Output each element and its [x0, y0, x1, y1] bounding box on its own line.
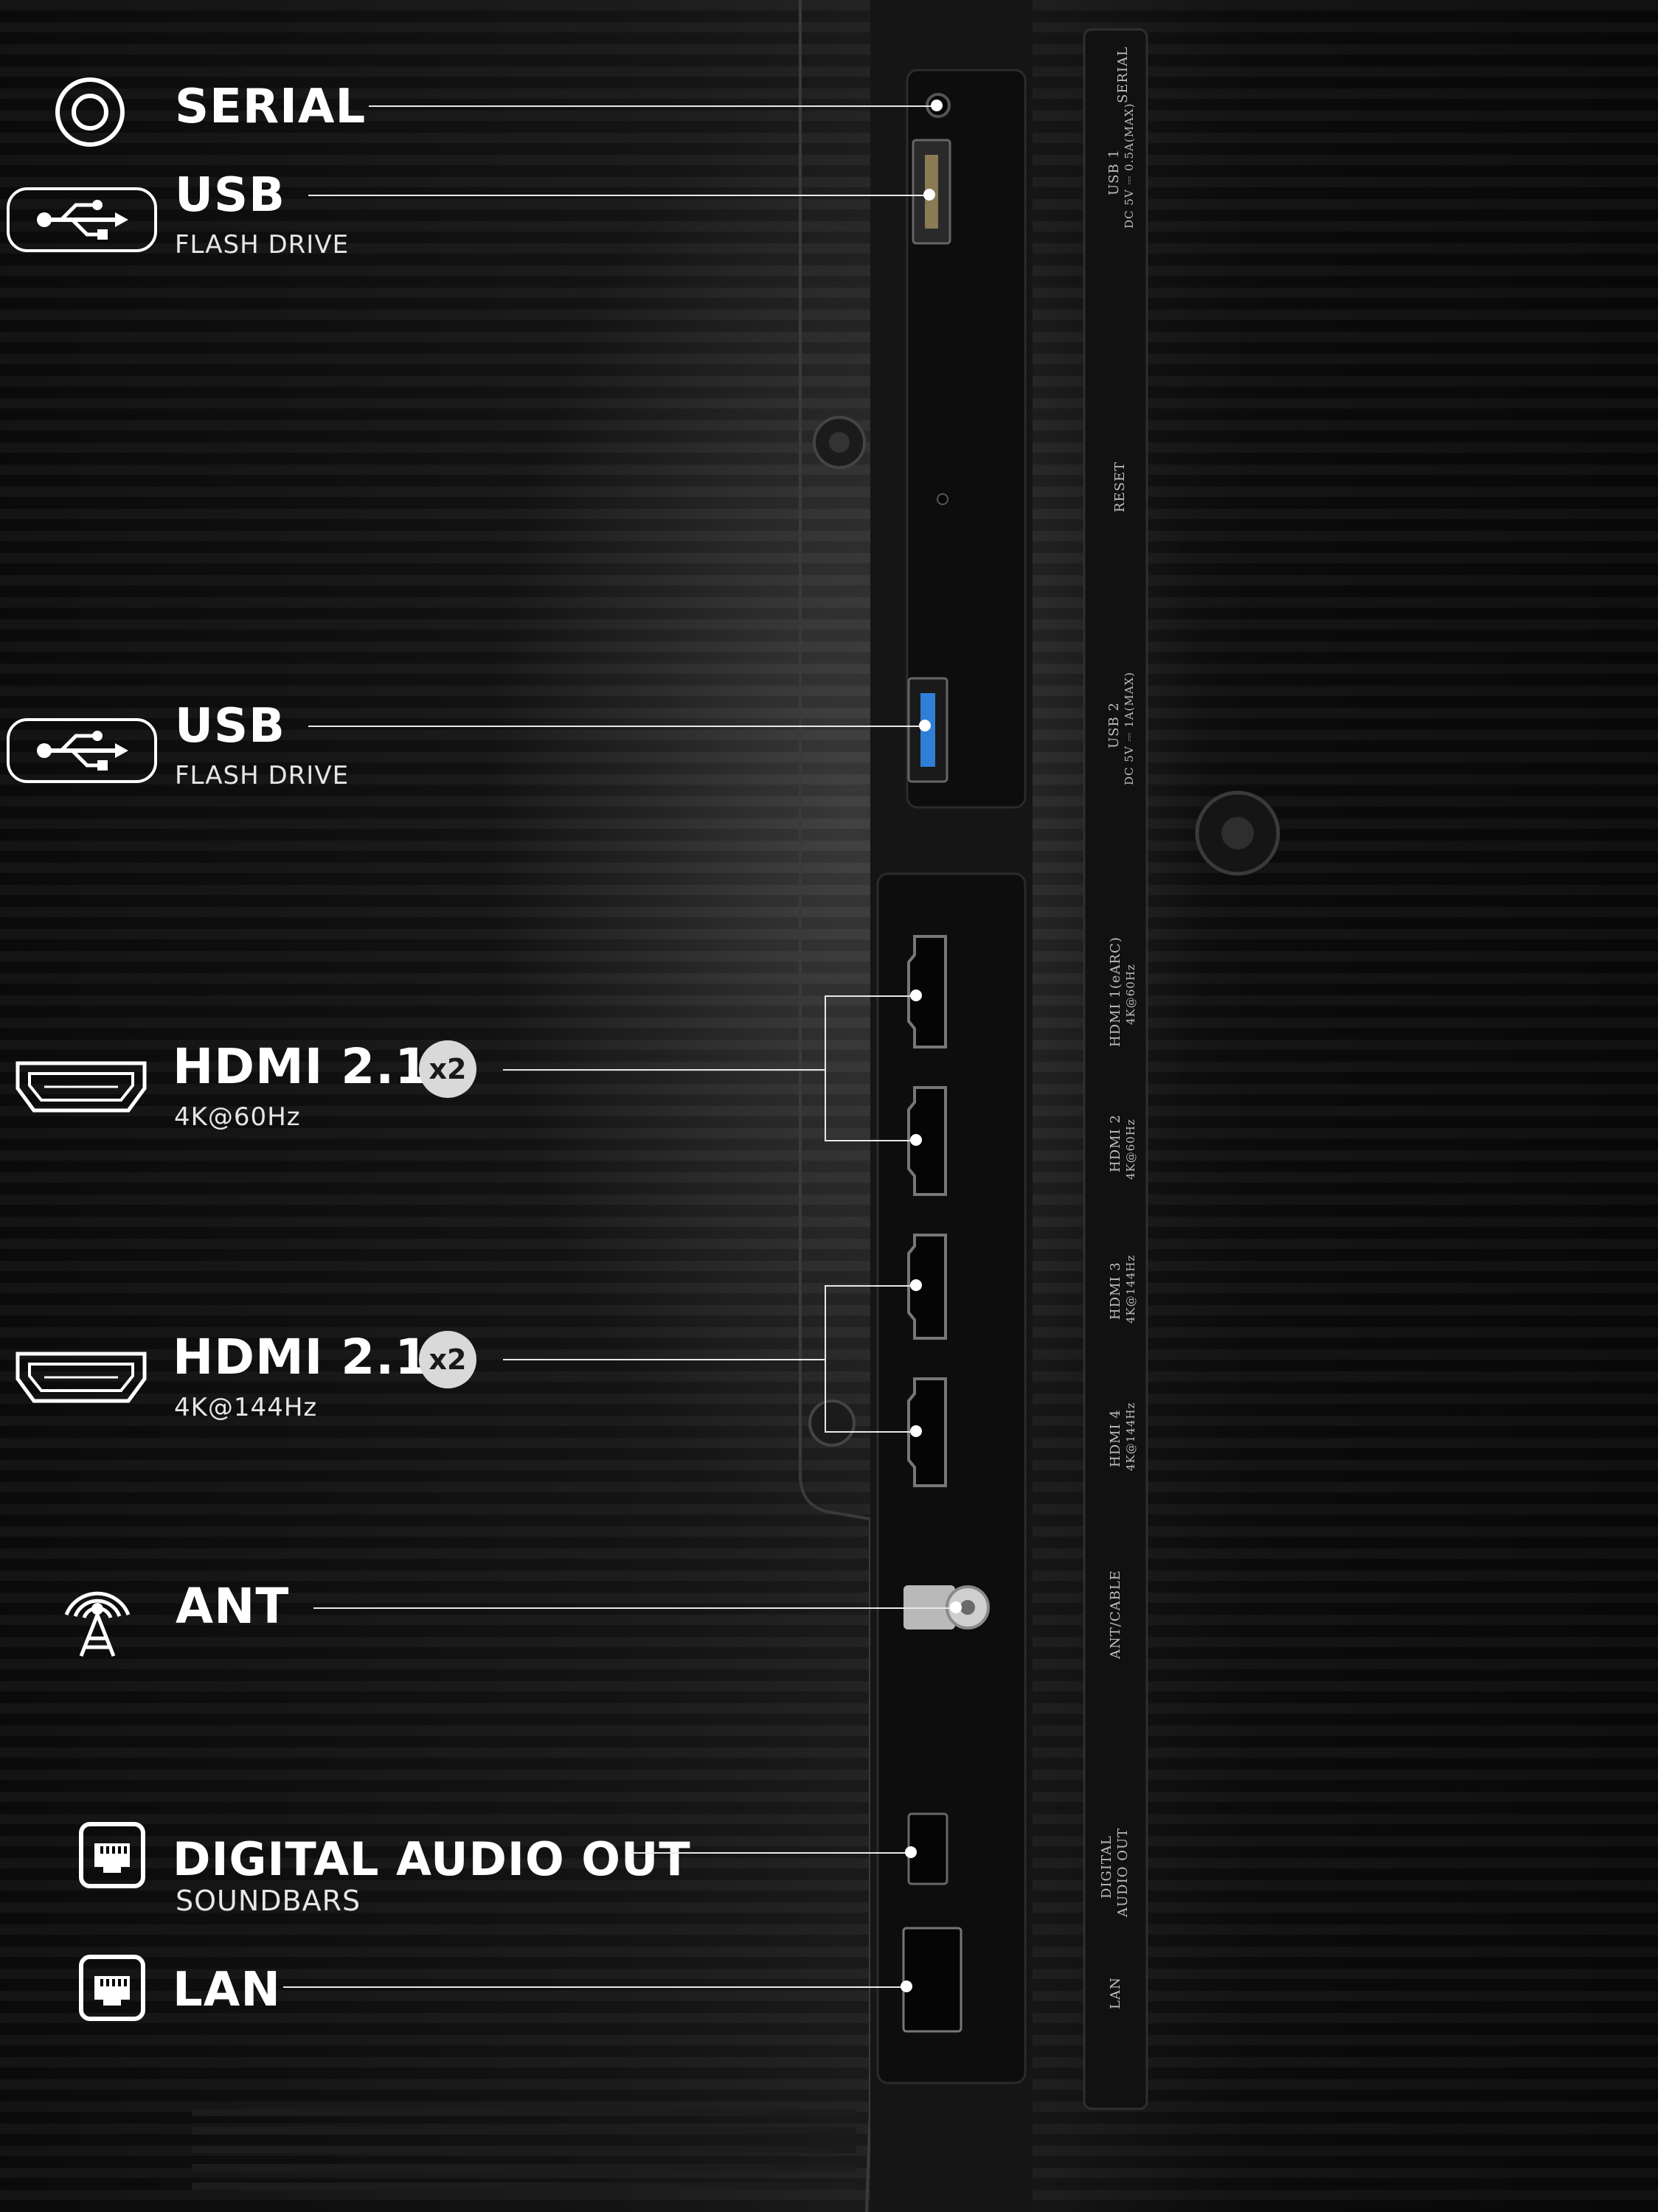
- hdmi60-bracket: [825, 995, 826, 1141]
- panel-label-hdmi4-rate: 4K@144Hz: [1124, 1402, 1137, 1471]
- panel-label-usb2-rating: DC 5V ⎓ 1A(MAX): [1123, 671, 1136, 785]
- digital-audio-dot: [905, 1846, 917, 1858]
- hdmi144-count-badge: x2: [419, 1331, 476, 1388]
- hdmi60-leader-line: [503, 1069, 826, 1071]
- panel-label-hdmi3-rate: 4K@144Hz: [1124, 1254, 1137, 1324]
- hdmi144-label: HDMI 2.1: [173, 1329, 430, 1385]
- usb2-label: USB: [175, 699, 285, 754]
- usb2-sublabel: FLASH DRIVE: [175, 761, 350, 790]
- hdmi60-label: HDMI 2.1: [173, 1038, 430, 1095]
- panel-label-serial: SERIAL: [1115, 46, 1131, 103]
- hdmi4-dot: [910, 1425, 922, 1437]
- panel-label-usb1-rating: DC 5V ⎓ 0.5A(MAX): [1123, 102, 1136, 229]
- usb1-label: USB: [175, 168, 285, 223]
- serial-icon: [55, 77, 125, 147]
- hdmi-icon: [15, 1352, 147, 1403]
- ethernet-icon: [79, 1955, 145, 2021]
- usb1-dot: [923, 189, 935, 201]
- hdmi2-dot: [910, 1134, 922, 1146]
- hdmi60-sublabel: 4K@60Hz: [174, 1102, 301, 1132]
- hdmi144-bracket: [825, 1285, 826, 1433]
- ant-dot: [950, 1601, 962, 1613]
- panel-label-ant: ANT/CABLE: [1108, 1570, 1123, 1659]
- panel-label-usb2: USB 2: [1106, 702, 1122, 748]
- panel-label-hdmi1: HDMI 1(eARC): [1108, 936, 1123, 1047]
- panel-label-audio-out: AUDIO OUT: [1115, 1827, 1131, 1917]
- panel-label-hdmi2-rate: 4K@60Hz: [1124, 1119, 1137, 1180]
- usb1-sublabel: FLASH DRIVE: [175, 230, 350, 260]
- hdmi144-branch-top: [825, 1285, 916, 1287]
- usb-icon: [7, 187, 157, 252]
- usb2-leader-line: [308, 726, 925, 727]
- panel-label-hdmi4: HDMI 4: [1108, 1409, 1123, 1467]
- serial-label: SERIAL: [175, 80, 367, 134]
- panel-label-hdmi2: HDMI 2: [1108, 1114, 1123, 1172]
- panel-label-hdmi3: HDMI 3: [1108, 1262, 1123, 1320]
- panel-label-reset: RESET: [1112, 461, 1128, 512]
- usb2-dot: [919, 720, 931, 731]
- usb-icon: [7, 718, 157, 783]
- ant-label: ANT: [176, 1578, 290, 1635]
- digital-audio-label: DIGITAL AUDIO OUT: [173, 1832, 691, 1886]
- hdmi60-branch-top: [825, 995, 916, 997]
- panel-label-usb1: USB 1: [1106, 149, 1122, 195]
- usb1-leader-line: [308, 195, 929, 196]
- panel-label-digital: DIGITAL: [1099, 1834, 1114, 1899]
- hdmi-icon: [15, 1061, 147, 1113]
- panel-label-lan: LAN: [1108, 1977, 1123, 2009]
- hdmi60-count-badge: x2: [419, 1040, 476, 1098]
- lan-leader-line: [283, 1986, 906, 1988]
- serial-dot: [931, 100, 943, 111]
- hdmi60-branch-bottom: [825, 1140, 916, 1141]
- ant-leader-line: [313, 1607, 955, 1609]
- hdmi144-sublabel: 4K@144Hz: [174, 1393, 318, 1422]
- antenna-icon: [64, 1591, 131, 1657]
- hdmi3-dot: [910, 1279, 922, 1291]
- panel-label-hdmi1-rate: 4K@60Hz: [1124, 964, 1137, 1025]
- lan-dot: [901, 1980, 912, 1992]
- digital-audio-leader-line: [631, 1852, 911, 1854]
- hdmi144-leader-line: [503, 1359, 826, 1360]
- ethernet-icon: [79, 1822, 145, 1888]
- hdmi144-branch-bottom: [825, 1431, 916, 1433]
- hdmi1-dot: [910, 990, 922, 1001]
- lan-label: LAN: [173, 1963, 281, 2017]
- digital-audio-sublabel: SOUNDBARS: [176, 1885, 361, 1917]
- serial-leader-line: [369, 105, 937, 107]
